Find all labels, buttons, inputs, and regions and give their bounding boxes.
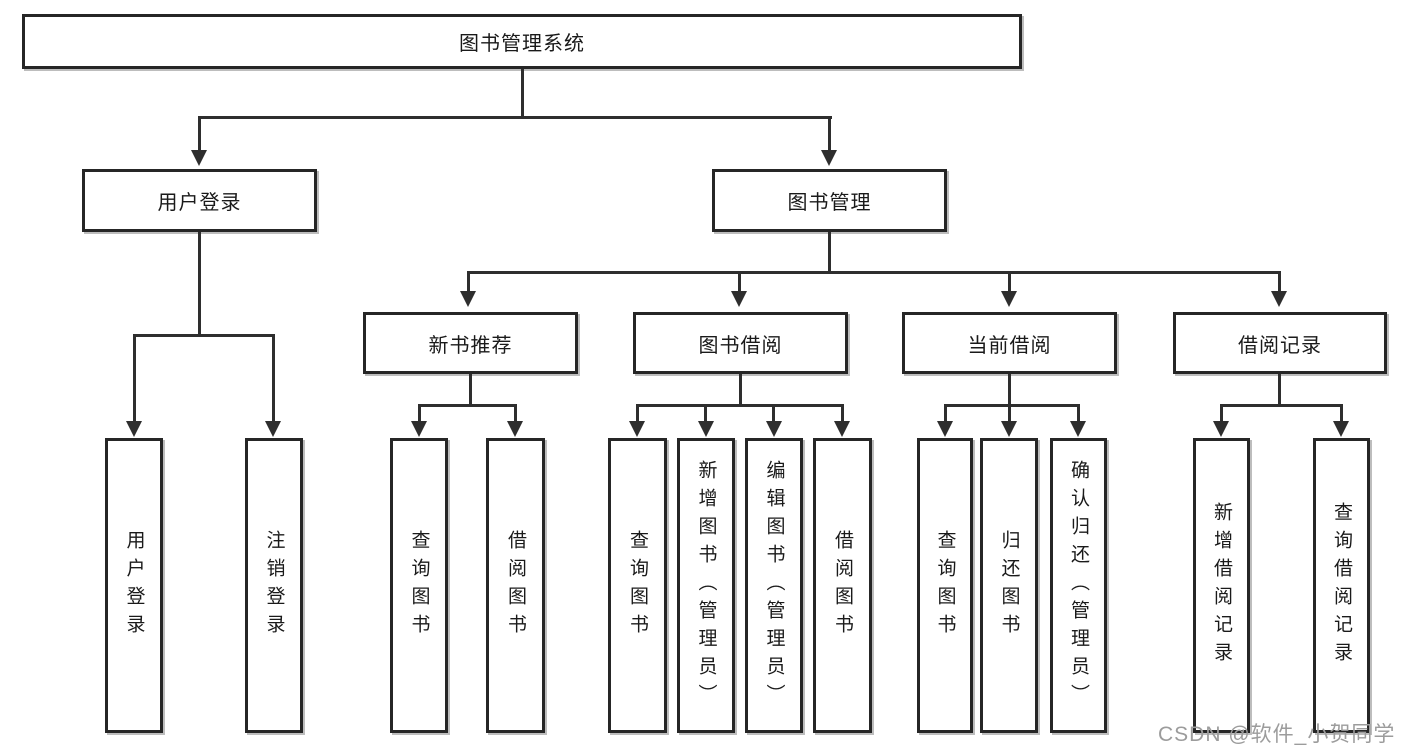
connector-to-cb-confirm	[1077, 404, 1080, 423]
leaf-bb-query-book-label: 查询图书	[627, 529, 648, 642]
connector-to-bb-add	[704, 404, 707, 423]
leaf-bb-query-book: 查询图书	[608, 438, 667, 733]
connector-bb-bus	[636, 404, 844, 407]
leaf-cb-return-book-label: 归还图书	[998, 529, 1020, 642]
leaf-cb-query-book-label: 查询图书	[934, 529, 956, 642]
node-root: 图书管理系统	[22, 14, 1022, 69]
connector-to-nbr-query	[418, 404, 421, 423]
leaf-br-query-record-label: 查询借阅记录	[1331, 501, 1352, 670]
connector-user-login-stem	[198, 232, 201, 336]
connector-to-bb-edit	[772, 404, 775, 423]
leaf-nbr-query-book-label: 查询图书	[408, 529, 430, 642]
leaf-bb-add-book-admin-label: 新增图书（管理员）	[695, 459, 717, 712]
arrowhead-borrow-record	[1271, 291, 1287, 307]
arrowhead-nbr-query	[411, 421, 427, 437]
leaf-logout: 注销登录	[245, 438, 303, 733]
leaf-logout-label: 注销登录	[263, 529, 285, 642]
arrowhead-leaf-logout	[265, 421, 281, 437]
arrowhead-book-borrow	[731, 291, 747, 307]
connector-cb-stem	[1008, 374, 1011, 406]
connector-to-user-login	[198, 116, 201, 152]
connector-nbr-bus	[418, 404, 517, 407]
node-new-book-recommend-label: 新书推荐	[428, 334, 513, 357]
leaf-br-add-record-label: 新增借阅记录	[1211, 501, 1232, 670]
node-book-management-label: 图书管理	[787, 192, 872, 214]
leaf-cb-confirm-return-admin: 确认归还（管理员）	[1050, 438, 1107, 733]
arrowhead-br-add	[1213, 421, 1229, 437]
leaf-br-query-record: 查询借阅记录	[1313, 438, 1370, 733]
leaf-cb-confirm-return-admin-label: 确认归还（管理员）	[1068, 459, 1089, 712]
node-book-management: 图书管理	[712, 169, 947, 232]
connector-to-book-borrow	[738, 271, 741, 294]
leaf-br-add-record: 新增借阅记录	[1193, 438, 1250, 733]
arrowhead-bb-query	[629, 421, 645, 437]
node-user-login-label: 用户登录	[157, 192, 242, 214]
connector-root-stem	[521, 69, 524, 117]
arrowhead-bb-borrow	[834, 421, 850, 437]
leaf-bb-edit-book-admin-label: 编辑图书（管理员）	[763, 459, 785, 712]
connector-to-cb-query	[944, 404, 947, 423]
connector-to-leaf-logout	[272, 334, 275, 423]
node-borrow-record-label: 借阅记录	[1238, 334, 1322, 357]
connector-br-stem	[1278, 374, 1281, 406]
arrowhead-cb-confirm	[1070, 421, 1086, 437]
connector-to-bb-query	[636, 404, 639, 423]
arrowhead-bb-edit	[766, 421, 782, 437]
leaf-user-login-label: 用户登录	[123, 529, 145, 642]
arrowhead-leaf-login	[126, 421, 142, 437]
arrowhead-br-query	[1333, 421, 1349, 437]
node-root-label: 图书管理系统	[459, 33, 585, 55]
connector-to-br-query	[1340, 404, 1343, 423]
leaf-bb-borrow-book: 借阅图书	[813, 438, 872, 733]
csdn-watermark: CSDN @软件_小贺同学	[1158, 723, 1396, 746]
leaf-nbr-query-book: 查询图书	[390, 438, 448, 733]
leaf-user-login: 用户登录	[105, 438, 163, 733]
node-current-borrow-label: 当前借阅	[967, 334, 1052, 357]
node-new-book-recommend: 新书推荐	[363, 312, 578, 374]
node-current-borrow: 当前借阅	[902, 312, 1117, 374]
connector-to-new-book-recommend	[467, 271, 470, 294]
connector-to-bb-borrow	[841, 404, 844, 423]
leaf-cb-return-book: 归还图书	[980, 438, 1038, 733]
connector-to-nbr-borrow	[514, 404, 517, 423]
arrowhead-current-borrow	[1001, 291, 1017, 307]
arrowhead-nbr-borrow	[507, 421, 523, 437]
connector-cb-bus	[944, 404, 1079, 407]
node-book-borrow: 图书借阅	[633, 312, 848, 374]
connector-root-bus	[198, 116, 832, 119]
leaf-nbr-borrow-book: 借阅图书	[486, 438, 545, 733]
connector-to-book-management	[828, 116, 831, 152]
connector-book-management-bus	[467, 271, 1280, 274]
connector-to-borrow-record	[1278, 271, 1281, 294]
arrowhead-user-login	[191, 150, 207, 166]
node-borrow-record: 借阅记录	[1173, 312, 1387, 374]
connector-book-management-stem	[828, 232, 831, 273]
node-book-borrow-label: 图书借阅	[698, 334, 783, 357]
connector-bb-stem	[739, 374, 742, 406]
connector-to-br-add	[1220, 404, 1223, 423]
connector-to-current-borrow	[1008, 271, 1011, 294]
connector-br-bus	[1220, 404, 1342, 407]
leaf-nbr-borrow-book-label: 借阅图书	[505, 529, 526, 642]
connector-to-leaf-login	[133, 334, 136, 423]
leaf-bb-add-book-admin: 新增图书（管理员）	[677, 438, 735, 733]
arrowhead-new-book-recommend	[460, 291, 476, 307]
arrowhead-book-management	[821, 150, 837, 166]
arrowhead-bb-add	[698, 421, 714, 437]
leaf-cb-query-book: 查询图书	[917, 438, 973, 733]
arrowhead-cb-return	[1001, 421, 1017, 437]
connector-to-cb-return	[1008, 404, 1011, 423]
connector-user-login-bus	[133, 334, 275, 337]
leaf-bb-borrow-book-label: 借阅图书	[832, 529, 853, 642]
connector-nbr-stem	[469, 374, 472, 406]
arrowhead-cb-query	[937, 421, 953, 437]
node-user-login: 用户登录	[82, 169, 317, 232]
leaf-bb-edit-book-admin: 编辑图书（管理员）	[745, 438, 803, 733]
